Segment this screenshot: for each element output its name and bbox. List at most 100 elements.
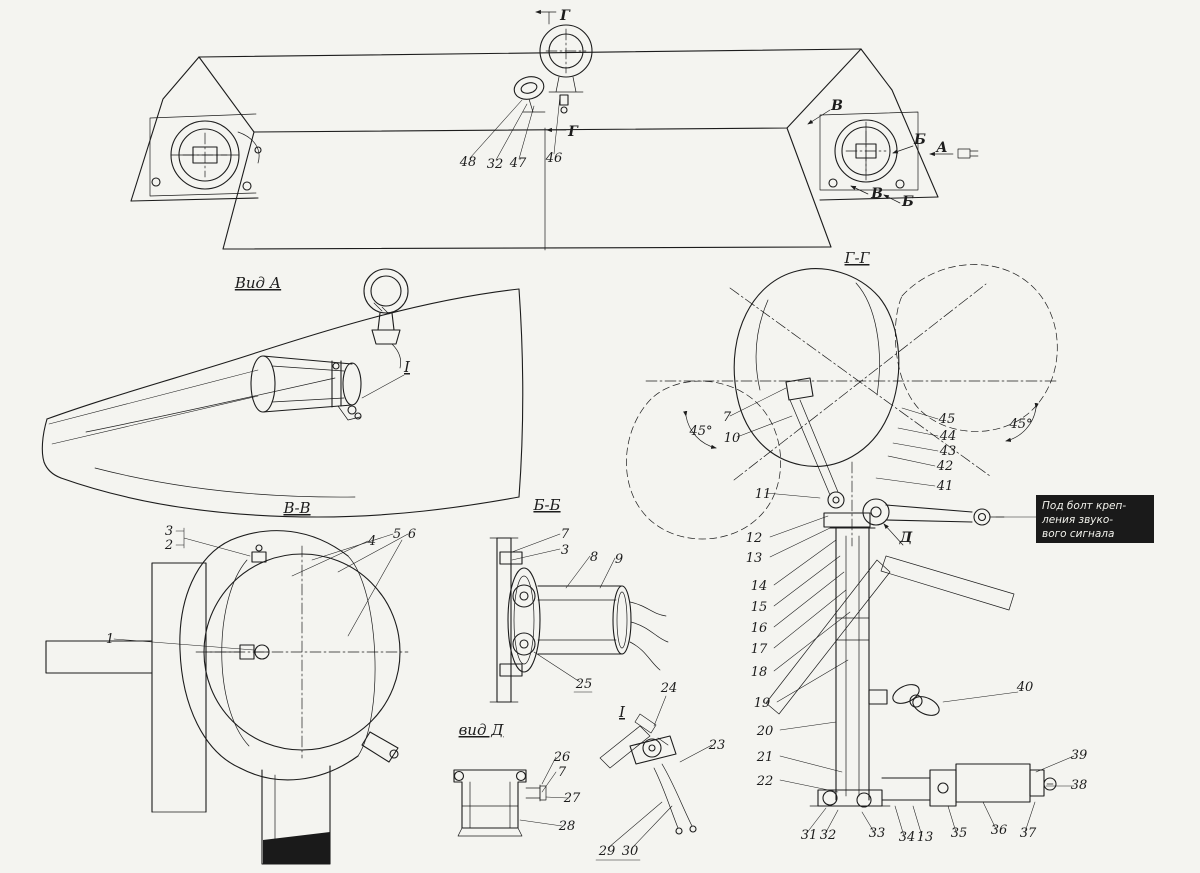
label-42: 42 — [936, 459, 954, 474]
label-41: 41 — [936, 479, 954, 494]
label-3: 3 — [165, 524, 173, 539]
label-Б: Б — [913, 132, 926, 148]
label-вид Д: вид Д — [459, 721, 505, 739]
label-9: 9 — [615, 552, 623, 567]
label-21: 21 — [756, 750, 774, 765]
label-25: 25 — [575, 677, 593, 692]
label-20: 20 — [756, 724, 774, 739]
label-40: 40 — [1016, 680, 1034, 695]
pivot-assembly — [823, 491, 1005, 546]
bowl-rotated-right — [895, 264, 1058, 432]
leader-lines — [729, 387, 1075, 837]
label-28: 28 — [558, 819, 576, 834]
note-box-bg — [1036, 495, 1154, 543]
section-v-v — [45, 527, 409, 865]
label-39: 39 — [1071, 748, 1088, 763]
label-Д: Д — [899, 530, 913, 546]
label-17: 17 — [751, 642, 768, 657]
label-3: 3 — [561, 543, 569, 558]
note-line-3: вого сигнала — [1042, 528, 1114, 540]
view-a-lamp — [363, 268, 409, 369]
label-13: 13 — [917, 830, 934, 845]
label-22: 22 — [756, 774, 774, 789]
view-a-headlight — [250, 355, 362, 421]
label-15: 15 — [751, 600, 768, 615]
label-7: 7 — [558, 765, 567, 780]
label-35: 35 — [951, 826, 968, 841]
label-В: В — [830, 98, 843, 114]
label-26: 26 — [553, 750, 571, 765]
label-7: 7 — [723, 410, 732, 425]
base-assembly — [809, 763, 1057, 808]
label-12: 12 — [746, 531, 763, 546]
label-I: I — [618, 703, 626, 721]
label-45: 45 — [938, 412, 956, 427]
label-В-В: В-В — [282, 499, 310, 517]
label-В: В — [870, 186, 883, 202]
label-8: 8 — [590, 550, 598, 565]
note-line-1: Под болт креп- — [1042, 500, 1126, 512]
label-7: 7 — [561, 527, 570, 542]
label-34: 34 — [899, 830, 916, 845]
label-18: 18 — [751, 665, 768, 680]
label-Б: Б — [901, 194, 914, 210]
label-33: 33 — [869, 826, 886, 841]
label-А: А — [935, 140, 947, 156]
label-16: 16 — [751, 621, 768, 636]
label-Г: Г — [559, 8, 571, 24]
label-6: 6 — [408, 527, 416, 542]
headlight-right-top — [819, 111, 919, 191]
label-46: 46 — [545, 151, 563, 166]
label-24: 24 — [660, 681, 678, 696]
note-line-2: ления звуко- — [1041, 514, 1113, 526]
label-4: 4 — [367, 534, 376, 549]
section-arrows — [535, 9, 979, 204]
leader-lines-detail-i — [595, 695, 713, 861]
label-10: 10 — [724, 431, 741, 446]
label-27: 27 — [563, 791, 581, 806]
label-48: 48 — [459, 155, 477, 170]
headlamp-bowl — [733, 268, 900, 496]
note-box: Под болт креп- ления звуко- вого сигнала — [1036, 495, 1154, 543]
leader-lines-bb — [511, 533, 616, 693]
label-29: 29 — [598, 844, 616, 859]
label-5: 5 — [393, 527, 401, 542]
lower-stem-section — [261, 765, 331, 865]
detail-i — [595, 695, 713, 861]
headlight-left-top — [149, 113, 262, 197]
label-14: 14 — [751, 579, 768, 594]
label-36: 36 — [991, 823, 1008, 838]
label-44: 44 — [939, 429, 957, 444]
section-b-b — [489, 533, 669, 703]
label-37: 37 — [1020, 826, 1037, 841]
label-31: 31 — [801, 828, 818, 843]
label-Г-Г: Г-Г — [844, 249, 871, 267]
label-Вид А: Вид А — [234, 274, 281, 292]
label-30: 30 — [622, 844, 639, 859]
leader-lines-vv — [113, 527, 409, 651]
label-I: I — [403, 358, 411, 376]
label-13: 13 — [746, 551, 763, 566]
headlight-section — [179, 530, 409, 781]
label-2: 2 — [164, 538, 173, 553]
bowl-rotated-left — [626, 380, 781, 540]
label-32: 32 — [487, 157, 504, 172]
label-47: 47 — [509, 156, 527, 171]
label-Б-Б: Б-Б — [532, 496, 560, 514]
label-19: 19 — [754, 696, 771, 711]
label-32: 32 — [820, 828, 837, 843]
mounting-stem — [829, 527, 940, 801]
view-a — [41, 268, 524, 518]
label-43: 43 — [939, 444, 957, 459]
panel-hatch-left — [765, 559, 891, 715]
wires — [629, 601, 669, 671]
label-23: 23 — [708, 738, 726, 753]
view-d — [453, 756, 569, 837]
leader-lines-vd — [519, 756, 569, 827]
panel-hatch-right — [880, 555, 1015, 611]
section-g-g: Под болт креп- ления звуко- вого сигнала — [626, 264, 1154, 837]
label-45°: 45° — [688, 424, 712, 439]
